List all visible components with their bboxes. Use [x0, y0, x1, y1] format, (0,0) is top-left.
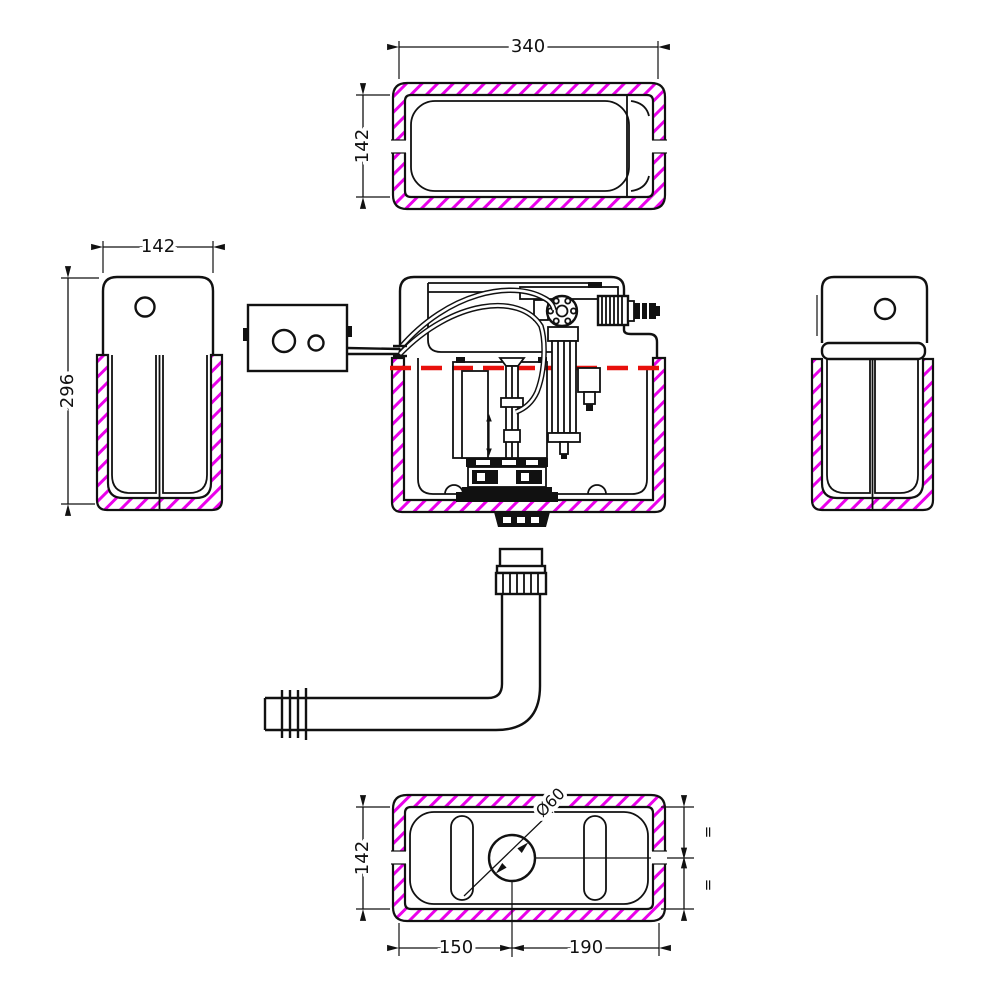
right-side-hatched-wall [810, 357, 935, 512]
fill-valve-assembly [519, 282, 660, 459]
dimension-142-top-view: 142 [349, 83, 390, 209]
top-view-right-arc-top [630, 100, 650, 117]
bottom-view-seam-left [391, 850, 407, 865]
dim-142-top-label: 142 [352, 129, 373, 163]
dimension-142-side-view: 142 [91, 233, 225, 273]
dimension-equal-marks: = = [661, 795, 718, 921]
right-side-cavity-front [826, 359, 871, 494]
front-tank-hatched-wall [390, 356, 667, 514]
dim-296-label: 296 [57, 374, 78, 408]
dim-190-label: 190 [569, 937, 603, 958]
elbow-outer-edge [265, 594, 542, 732]
flush-plate-body [246, 303, 349, 373]
fill-valve-outlet [577, 367, 601, 393]
flush-button-large [271, 328, 297, 354]
dimension-340: 340 [387, 33, 670, 79]
left-side-view: 142 296 [54, 233, 225, 516]
dim-340-label: 340 [511, 36, 545, 57]
bottom-view-seam-right [651, 850, 667, 865]
left-side-fixing-hole [134, 296, 156, 318]
water-inlet-fitting [596, 294, 660, 327]
outlet-elbow-pipe [263, 547, 548, 740]
dimension-142-bottom-view: 142 [349, 795, 390, 921]
bottom-view-hatched-wall [391, 793, 667, 923]
inlet-thread-spigot [634, 303, 656, 319]
outlet-flange [456, 492, 558, 502]
right-side-view [810, 275, 935, 512]
left-side-cavity-back [162, 355, 208, 494]
right-side-lid-band [820, 341, 927, 361]
top-view-hatched-wall [391, 81, 667, 211]
flush-plate [243, 303, 402, 373]
left-side-hatched-wall [95, 353, 224, 512]
outlet-hole [487, 833, 537, 883]
flush-valve-float-column [461, 370, 489, 459]
dim-142-side-label: 142 [141, 236, 175, 257]
dimension-296: 296 [54, 266, 99, 516]
front-lid-outline-right [622, 325, 659, 358]
top-view: 340 142 [349, 33, 670, 211]
top-view-seam-right [651, 139, 667, 154]
left-side-mount-tab [101, 275, 215, 355]
dimension-150-190: 150 190 [387, 923, 671, 962]
fixing-slot-left [450, 815, 474, 901]
top-view-right-arc-bottom [630, 175, 650, 192]
flush-plate-clip-right [347, 326, 352, 337]
dim-150-label: 150 [439, 937, 473, 958]
actuator-tubes [393, 287, 557, 415]
front-view [263, 275, 667, 740]
front-lid-outline-left [398, 275, 626, 358]
left-side-cavity-front [111, 355, 157, 494]
right-side-cavity-back [874, 359, 919, 494]
equal-mark-lower: = [700, 879, 718, 892]
equal-mark-upper: = [700, 826, 718, 839]
elbow-inner-edge [265, 594, 504, 700]
bottom-view: Ø60 142 150 190 = = [349, 780, 718, 962]
dim-142-bottom-label: 142 [352, 841, 373, 875]
right-side-fixing-hole [873, 297, 897, 321]
adjust-arrow-indicator [486, 414, 492, 456]
front-floor-bump-right [587, 484, 607, 495]
flush-plate-clip-left [243, 328, 248, 341]
top-view-inner-cavity [410, 100, 630, 192]
flush-button-small [307, 334, 325, 352]
flush-cable-top [346, 346, 402, 351]
dim-d60-label: Ø60 [532, 784, 569, 821]
outlet-ring-nut [494, 571, 548, 596]
top-view-seam-left [391, 139, 407, 154]
